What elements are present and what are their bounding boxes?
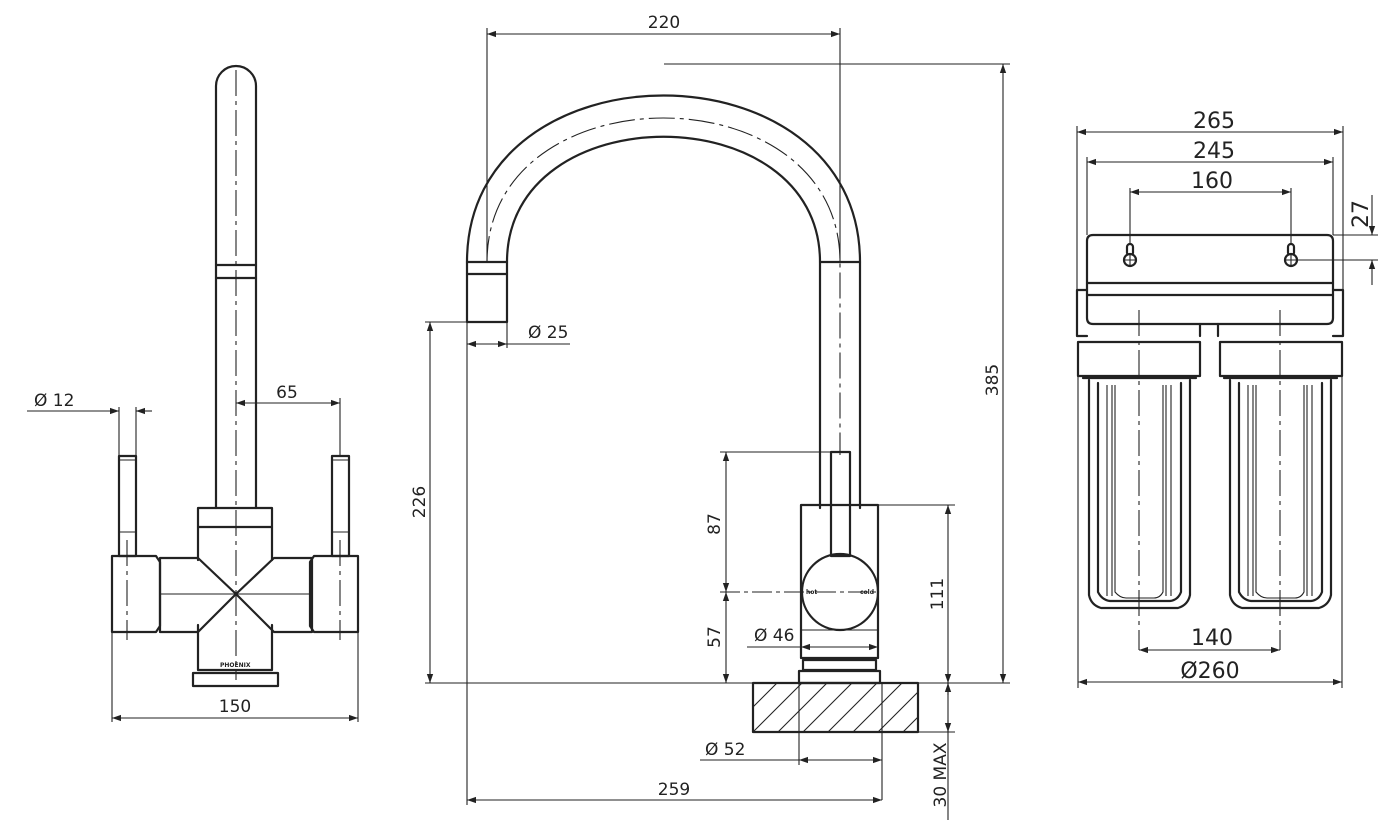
filter-housing-left [1076,310,1202,650]
front-spout-stem [214,64,258,510]
dim-bracket-width: 245 [1193,139,1235,164]
dim-base-diameter: Ø 52 [705,740,745,760]
front-body-collar [196,506,274,529]
dim-bracket-overall-width: 265 [1193,109,1235,134]
dim-hole-offset: 27 [1349,200,1374,228]
front-view: PHOENIX Ø 12 65 150 [27,64,360,722]
mount-hole-left [1122,242,1138,268]
front-right-handle [330,454,351,558]
dim-max-deck-thickness: 30 MAX [931,742,951,807]
side-view: hot cold 220 385 [410,13,1010,820]
front-right-wing [234,556,314,634]
dim-spout-reach: 220 [648,13,680,33]
dim-body-height: 111 [928,578,948,610]
front-left-handle [117,454,138,558]
dim-lever-height: 87 [705,513,725,535]
mount-hole-right [1283,242,1299,268]
front-right-handle-housing [308,554,360,634]
filter-bracket [1085,233,1335,326]
dim-handle-spacing: 65 [276,383,298,403]
dim-housing-spacing: 140 [1191,626,1233,651]
side-base-plate [797,669,882,685]
side-spout-outlet [465,260,509,324]
dim-outlet-diameter: Ø 25 [528,323,568,343]
front-left-wing [158,556,238,634]
dim-overall-width: 150 [219,697,251,717]
side-body [799,503,880,660]
front-base-foot [191,671,280,688]
dim-overall-height: 385 [983,364,1003,396]
dim-lever-diameter: Ø 46 [754,626,794,646]
front-left-handle-housing [110,554,162,634]
brand-label: PHOENIX [220,662,251,669]
dim-mount-hole-spacing: 160 [1191,169,1233,194]
dim-outlet-height: 226 [410,486,430,518]
filter-view: 265 245 160 27 140 Ø260 [1075,109,1378,688]
dim-body-lower-height: 57 [705,626,725,648]
side-base-collar [801,658,878,672]
side-gooseneck-spout [465,94,862,510]
countertop-hatch [752,682,919,733]
dim-handle-diameter: Ø 12 [34,391,74,411]
dim-projection: 259 [658,780,690,800]
dim-overall-diameter: Ø260 [1180,659,1239,684]
filter-housing-right [1218,310,1344,650]
